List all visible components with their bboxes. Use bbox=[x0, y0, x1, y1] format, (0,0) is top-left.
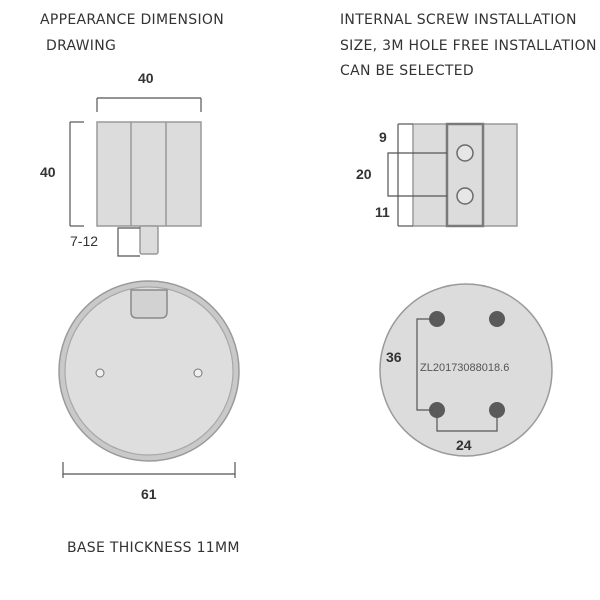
side-body bbox=[96, 121, 202, 227]
screw-bottom-label: 11 bbox=[375, 204, 390, 220]
horizontal-spacing-label: 24 bbox=[456, 437, 472, 453]
left-caption-line2: DRAWING bbox=[46, 38, 117, 54]
base-circle-view bbox=[58, 280, 240, 478]
vertical-spacing-bracket bbox=[416, 318, 433, 411]
mount-hole-bottom-right bbox=[489, 402, 505, 418]
mount-hole-top-right bbox=[489, 311, 505, 327]
tab-bracket bbox=[117, 227, 140, 257]
screw-hole-top bbox=[456, 144, 474, 162]
base-diameter-label: 61 bbox=[141, 486, 157, 502]
left-caption-line1: APPEARANCE DIMENSION bbox=[40, 12, 224, 28]
base-notch bbox=[130, 289, 168, 319]
patent-number: ZL20173088018.6 bbox=[420, 362, 510, 374]
mount-circle bbox=[379, 283, 553, 457]
screw-top-label: 9 bbox=[379, 129, 387, 145]
right-caption-line1: INTERNAL SCREW INSTALLATION bbox=[340, 12, 577, 28]
right-caption-line3: CAN BE SELECTED bbox=[340, 63, 475, 79]
mount-hole-top-left bbox=[429, 311, 445, 327]
side-view bbox=[69, 97, 202, 257]
hole-pattern-view bbox=[379, 283, 553, 457]
side-tab bbox=[139, 225, 159, 255]
horizontal-spacing-bracket bbox=[436, 414, 498, 432]
screw-body bbox=[412, 123, 518, 227]
side-width-label: 40 bbox=[138, 70, 154, 86]
base-hole-right bbox=[193, 368, 203, 378]
base-inner-circle bbox=[64, 286, 234, 456]
side-tab-label: 7-12 bbox=[70, 233, 99, 249]
base-thickness-text: BASE THICKNESS 11MM bbox=[67, 540, 240, 556]
base-hole-left bbox=[95, 368, 105, 378]
right-caption-line2: SIZE, 3M HOLE FREE INSTALLATION bbox=[340, 38, 597, 54]
vertical-spacing-label: 36 bbox=[386, 349, 402, 365]
hole-spacing-bracket bbox=[387, 152, 447, 197]
screw-view bbox=[387, 122, 518, 228]
screw-middle-label: 20 bbox=[356, 166, 372, 182]
side-height-label: 40 bbox=[40, 164, 56, 180]
screw-hole-bottom bbox=[456, 187, 474, 205]
mount-hole-bottom-left bbox=[429, 402, 445, 418]
